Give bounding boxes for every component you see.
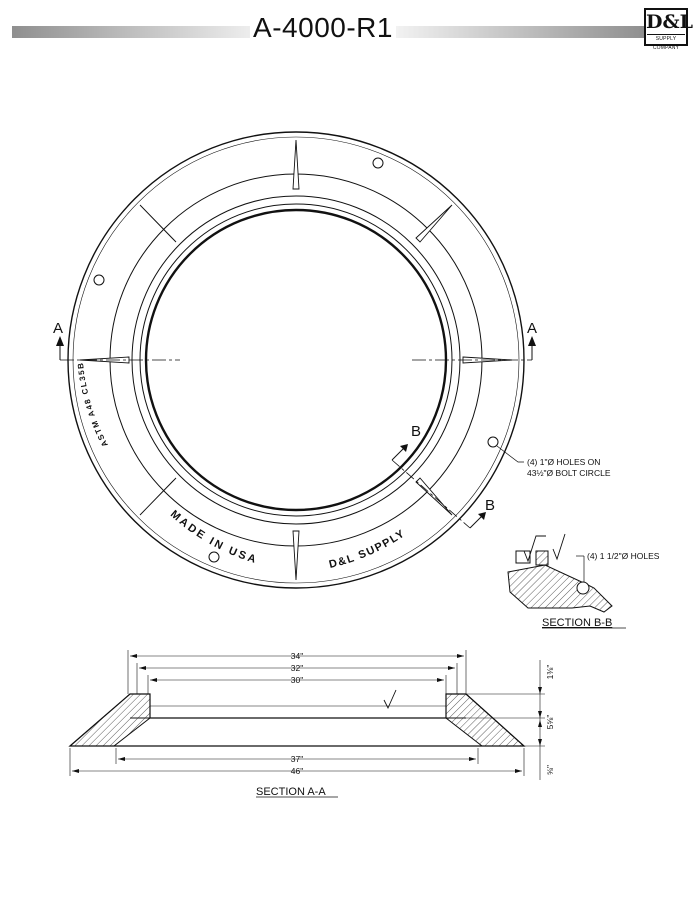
frame-hatch-left bbox=[68, 693, 151, 747]
dim-46: 46" bbox=[291, 766, 303, 776]
dimension-arrowheads bbox=[72, 654, 542, 773]
title-block: A-4000-R1 D&L SUPPLY COMPANY bbox=[0, 0, 700, 70]
hole-note-line1: (4) 1"Ø HOLES ON bbox=[527, 457, 600, 467]
dim-34: 34" bbox=[291, 651, 303, 661]
section-arrow-b-upper bbox=[391, 447, 405, 461]
arrowhead-icon bbox=[56, 336, 64, 346]
dim-5-5-8: 5⅝" bbox=[545, 715, 555, 730]
hole-note-line2: 43½"Ø BOLT CIRCLE bbox=[527, 468, 611, 478]
seat-outer bbox=[131, 195, 461, 525]
section-aa: 34" 32" 30" 37" 46" 1⅜" 5⅝" ⅝" SECTION A… bbox=[68, 650, 555, 798]
drawing-number: A-4000-R1 bbox=[253, 12, 393, 43]
dim-5-8: ⅝" bbox=[545, 765, 555, 775]
bolt-hole bbox=[93, 274, 105, 286]
rib-top bbox=[292, 139, 300, 190]
section-aa-caption: SECTION A-A bbox=[256, 786, 326, 798]
logo-mark: D&L bbox=[646, 11, 693, 33]
rib-lower-right bbox=[415, 477, 453, 516]
arrowhead-icon bbox=[478, 512, 486, 520]
section-bb-seat bbox=[535, 550, 549, 566]
plan-labels: A A B B ASTM A48 CL35B MADE IN USA D&L S… bbox=[53, 320, 611, 571]
section-bb-profile bbox=[507, 564, 613, 613]
bolt-hole bbox=[208, 551, 220, 563]
finish-mark-icon bbox=[383, 689, 397, 710]
section-line-b bbox=[391, 459, 471, 529]
rib-bottom bbox=[292, 530, 300, 581]
bolt-hole bbox=[487, 436, 499, 448]
section-label-a-right: A bbox=[527, 320, 537, 337]
rib-upper-right bbox=[415, 204, 453, 243]
rib-lower-left bbox=[139, 477, 177, 516]
dim-32: 32" bbox=[291, 663, 303, 673]
section-label-a-left: A bbox=[53, 320, 63, 337]
seat-middle bbox=[139, 203, 453, 517]
company-logo: D&L SUPPLY COMPANY bbox=[644, 8, 693, 51]
frame-hatch-right bbox=[445, 693, 526, 747]
dim-30: 30" bbox=[291, 675, 303, 685]
header-bar-right bbox=[396, 26, 644, 38]
hole-note-leader bbox=[496, 445, 524, 463]
finish-mark-icon bbox=[523, 535, 546, 563]
section-bb-caption: SECTION B-B bbox=[542, 617, 612, 629]
section-bb-hole bbox=[576, 581, 590, 595]
section-bb-note: (4) 1 1/2"Ø HOLES bbox=[587, 551, 660, 561]
plan-view bbox=[56, 131, 536, 589]
dim-1-3-8: 1⅜" bbox=[545, 665, 555, 680]
clear-opening bbox=[144, 208, 448, 512]
section-bb: (4) 1 1/2"Ø HOLES SECTION B-B bbox=[507, 533, 660, 629]
logo-subtitle: SUPPLY COMPANY bbox=[647, 34, 685, 51]
arrowhead-icon bbox=[400, 444, 408, 452]
section-arrow-b-lower bbox=[469, 515, 483, 529]
header-bar-left bbox=[12, 26, 250, 38]
section-label-b-lower: B bbox=[485, 497, 495, 514]
radial-ribs bbox=[79, 139, 513, 581]
rib-upper-left bbox=[139, 204, 177, 243]
bolt-hole bbox=[372, 157, 384, 169]
dim-37: 37" bbox=[291, 754, 303, 764]
arrowhead-icon bbox=[528, 336, 536, 346]
section-label-b-upper: B bbox=[411, 423, 421, 440]
section-bb-lip bbox=[515, 550, 531, 564]
finish-mark-icon bbox=[552, 533, 566, 561]
dimension-labels: 34" 32" 30" 37" 46" 1⅜" 5⅝" ⅝" bbox=[291, 651, 555, 776]
